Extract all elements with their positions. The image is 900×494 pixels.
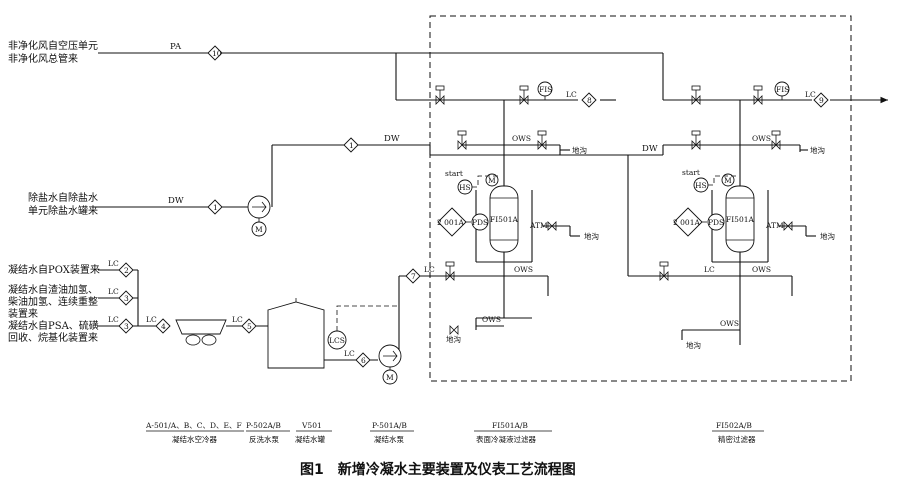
svg-text:地沟: 地沟 — [686, 340, 701, 350]
air-cooler: LC 5 — [175, 315, 268, 346]
pa-label: PA — [170, 42, 182, 52]
svg-text:2: 2 — [124, 266, 129, 275]
source-dw-label-1: 除盐水自除盐水 — [28, 191, 98, 204]
legend-tag-1: A-501/A、B、C、D、E、F — [145, 421, 242, 430]
svg-text:LC: LC — [108, 259, 119, 268]
svg-text:PDS: PDS — [708, 218, 724, 227]
svg-text:OWS: OWS — [482, 315, 501, 324]
figure-caption: 图1 新增冷凝水主要装置及仪表工艺流程图 — [300, 461, 576, 478]
svg-text:2 001A: 2 001A — [673, 218, 700, 227]
svg-text:4: 4 — [161, 322, 166, 331]
svg-text:ATM: ATM — [765, 221, 784, 230]
dw-label-1: DW — [168, 196, 184, 206]
svg-text:LC: LC — [704, 265, 715, 274]
air-valves — [435, 85, 763, 105]
line-number-8: 8 — [587, 96, 592, 105]
legend-name-5: 表面冷凝液过滤器 — [476, 434, 536, 444]
svg-text:3: 3 — [124, 322, 129, 331]
svg-text:M: M — [488, 176, 496, 185]
lower-lc-line: LC OWS LC OWS OWS 地沟 OWS 地沟 — [424, 155, 793, 350]
legend-name-2: 反洗水泵 — [249, 434, 279, 444]
ows-upper-right: OWS 地沟 — [691, 130, 825, 155]
source-pox-label: 凝结水自POX装置来 — [8, 263, 100, 276]
legend-name-4: 凝结水泵 — [374, 434, 404, 444]
svg-text:OWS: OWS — [512, 134, 531, 143]
svg-text:OWS: OWS — [752, 265, 771, 274]
legend-name-6: 精密过滤器 — [718, 434, 756, 444]
source-hyd-label-3: 装置来 — [8, 307, 38, 320]
svg-text:OWS: OWS — [514, 265, 533, 274]
filter-fi501a: FI501A ATM 地沟 HS start M 2 001A PDS — [437, 100, 599, 330]
svg-text:6: 6 — [361, 356, 366, 365]
legend-name-3: 凝结水罐 — [295, 434, 325, 444]
svg-text:地沟: 地沟 — [584, 231, 599, 241]
svg-text:OWS: OWS — [720, 319, 739, 328]
svg-text:FIS: FIS — [539, 85, 552, 94]
svg-text:7: 7 — [411, 272, 416, 281]
legend-tag-4: P-501A/B — [372, 421, 407, 430]
svg-text:M: M — [255, 225, 263, 234]
svg-text:地沟: 地沟 — [810, 145, 825, 155]
dw-label-3: DW — [642, 144, 658, 154]
svg-text:HS: HS — [459, 183, 471, 192]
dw-label-2: DW — [384, 134, 400, 144]
svg-text:FIS: FIS — [776, 85, 789, 94]
line-number-10: 10 — [212, 49, 222, 58]
ows-upper-left: OWS 地沟 — [457, 130, 587, 155]
svg-text:3: 3 — [124, 294, 129, 303]
legend-tag-6: FI502A/B — [716, 421, 752, 430]
svg-text:LC: LC — [232, 315, 243, 324]
source-psa-label-1: 凝结水自PSA、硫磺 — [8, 319, 99, 332]
svg-text:ATM: ATM — [529, 221, 548, 230]
svg-text:start: start — [682, 168, 700, 177]
source-air-label-2: 非净化风总管来 — [8, 52, 78, 65]
svg-text:LC: LC — [424, 265, 435, 274]
source-dw-label-2: 单元除盐水罐来 — [28, 204, 98, 217]
svg-text:LC: LC — [108, 287, 119, 296]
svg-text:PDS: PDS — [472, 218, 488, 227]
svg-text:FI501A: FI501A — [490, 215, 518, 224]
svg-text:FI501A: FI501A — [726, 215, 754, 224]
legend-tag-2: P-502A/B — [246, 421, 281, 430]
svg-text:LCS: LCS — [329, 336, 345, 345]
svg-text:LC: LC — [108, 315, 119, 324]
condensate-tank-v501: LCS LC 6 — [267, 298, 378, 369]
svg-text:start: start — [445, 169, 463, 178]
svg-text:M: M — [386, 373, 394, 382]
source-hyd-label-1: 凝结水自渣油加氢、 — [8, 283, 98, 296]
backwash-pump: M — [247, 195, 271, 237]
svg-text:5: 5 — [247, 322, 252, 331]
legend-name-1: 凝结水空冷器 — [172, 434, 217, 444]
line-number-9: 9 — [819, 96, 824, 105]
svg-text:地沟: 地沟 — [820, 231, 835, 241]
legend-tag-5: FI501A/B — [492, 421, 528, 430]
filter-fi501b: FI501A ATM 地沟 HS start M 2 001A PDS — [673, 100, 835, 345]
svg-text:HS: HS — [695, 181, 707, 190]
source-hyd-label-2: 柴油加氢、连续重整 — [8, 295, 98, 308]
legend-tag-3: V501 — [301, 421, 322, 430]
source-psa-label-2: 回收、烷基化装置来 — [8, 331, 98, 344]
equipment-legend: A-501/A、B、C、D、E、F 凝结水空冷器 P-502A/B 反洗水泵 V… — [145, 421, 764, 444]
svg-text:LC: LC — [146, 315, 157, 324]
condensate-pump: M 7 — [336, 268, 430, 385]
package-boundary — [429, 15, 852, 382]
svg-text:2 001A: 2 001A — [437, 218, 464, 227]
svg-text:地沟: 地沟 — [446, 334, 461, 344]
dw-line: DW 1 DW 1 DW — [92, 134, 740, 215]
condensate-inlets: LC LC LC 2 3 3 LC 4 — [98, 259, 171, 334]
svg-text:LC: LC — [344, 349, 355, 358]
air-line: PA 10 — [98, 42, 888, 104]
source-air-label-1: 非净化风自空压单元 — [8, 39, 98, 52]
line-number-1b: 1 — [349, 141, 354, 150]
fis-instrument-b: FIS — [774, 81, 790, 100]
fis-instrument-a: FIS — [537, 81, 553, 100]
svg-text:OWS: OWS — [752, 134, 771, 143]
svg-text:地沟: 地沟 — [572, 145, 587, 155]
lc-label-9: LC — [805, 90, 816, 99]
svg-text:M: M — [724, 176, 732, 185]
line-number-1: 1 — [213, 203, 218, 212]
lc-label-8: LC — [566, 90, 577, 99]
